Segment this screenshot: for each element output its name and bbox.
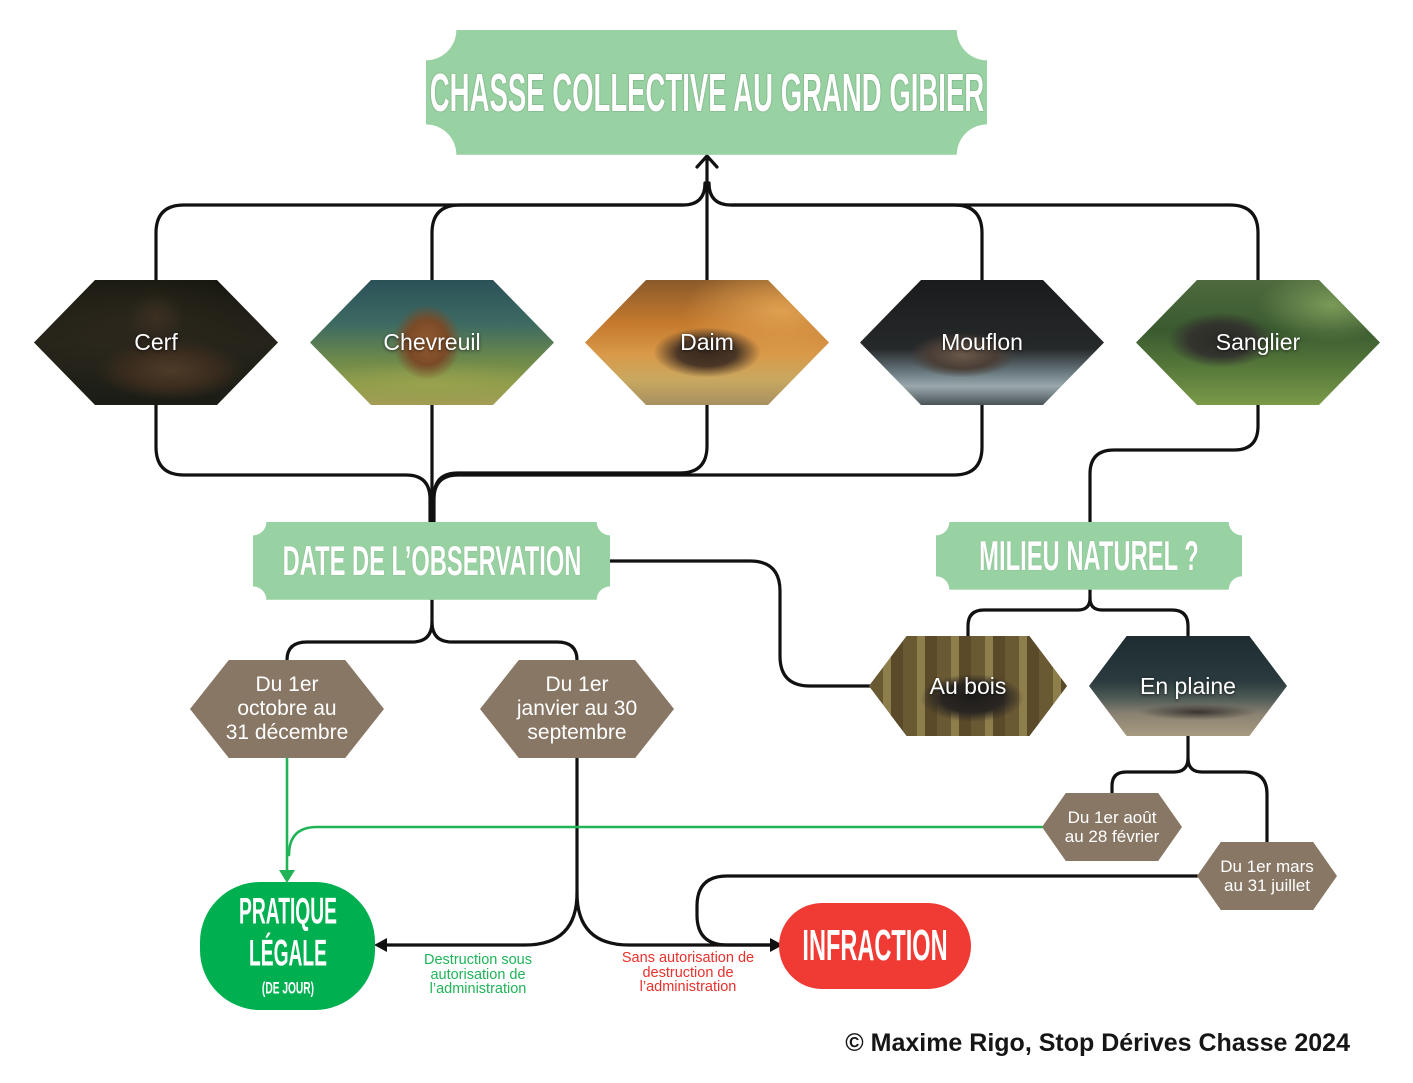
en-plaine-photo [1089,636,1287,736]
connector-sanglier-to-title [729,203,1260,282]
connector-milieu-to-au-bois [966,588,1092,638]
edge-label-line: l’administration [429,981,527,997]
date-option-janvier: Du 1er janvier au 30 septembre [480,660,674,758]
habitat-question-banner: MILIEU NATUREL ? [936,522,1242,590]
title-arrow-head [695,154,719,169]
edge-label-line: destruction de [642,964,734,981]
date-question-banner: DATE DE L’OBSERVATION [253,522,610,600]
period-line: Du 1er mars [1220,857,1314,876]
infraction-arrow-head [770,938,783,952]
connector-mouflon-to-title [707,181,984,282]
connector-date-to-octobre [285,598,434,662]
outcome-legal: PRATIQUE LÉGALE (DE JOUR) [200,882,375,1010]
species-label: Sanglier [1215,329,1301,355]
date-option-line: Du 1er [255,673,319,696]
edge-label-line: autorisation de [430,966,526,983]
au-bois-photo [869,636,1067,736]
edge-label-line: Destruction sous [424,952,532,968]
connector-plaine-to-aout [1110,734,1190,795]
species-label: Cerf [134,329,178,355]
habitat-node-au-bois: Au bois [869,636,1067,736]
period-mars-juillet: Du 1er mars au 31 juillet [1197,842,1337,910]
connector-date-to-janvier [430,620,579,662]
connector-janvier-to-legal [384,756,579,947]
species-label: Daim [680,329,734,355]
edge-label-line: Sans autorisation de [621,950,755,966]
connector-sanglier-to-milieu [1088,403,1260,524]
date-question: DATE DE L’OBSERVATION [282,537,581,584]
connector-chevreuil-to-title [430,203,685,282]
connector-date-to-au-bois [608,559,872,688]
edge-label-without-authorization: Sans autorisation de destruction de l’ad… [603,951,773,995]
connector-cerf-to-title [154,181,707,282]
chevreuil-photo [310,280,554,405]
habitat-label: Au bois [929,672,1007,699]
habitat-node-en-plaine: En plaine [1089,636,1287,736]
connector-plaine-to-mars [1186,756,1269,844]
page-title: CHASSE COLLECTIVE AU GRAND GIBIER [429,62,984,123]
connector-mouflon-to-date [432,403,984,524]
habitat-label: En plaine [1140,672,1236,699]
species-node-daim: Daim [585,280,829,405]
daim-photo [585,280,829,405]
date-option-line: Du 1er [545,673,609,696]
habitat-question: MILIEU NATUREL ? [979,532,1199,579]
edge-label-line: l’administration [639,979,737,995]
legal-label-line: PRATIQUE [238,890,337,932]
connector-cerf-to-date [154,403,432,524]
edge-label-with-authorization: Destruction sous autorisation de l’admin… [398,953,558,997]
period-line: au 28 février [1064,827,1160,846]
period-aout-fevrier: Du 1er août au 28 février [1042,793,1182,861]
species-node-chevreuil: Chevreuil [310,280,554,405]
title-banner: CHASSE COLLECTIVE AU GRAND GIBIER [426,30,987,155]
period-line: au 31 juillet [1223,876,1310,895]
legal-note: (DE JOUR) [261,978,314,998]
outcome-infraction: INFRACTION [779,903,971,989]
species-node-cerf: Cerf [34,280,278,405]
legal-top-arrow-head [279,870,295,883]
date-option-line: octobre au [237,697,337,720]
species-label: Chevreuil [383,329,481,355]
date-option-line: septembre [527,721,627,744]
date-option-line: 31 décembre [225,721,349,744]
connector-milieu-to-en-plaine [1088,596,1190,638]
connector-aout-to-legal [287,825,1044,857]
period-line: Du 1er août [1067,808,1157,827]
legal-label-line: LÉGALE [248,932,327,974]
credit-line: © Maxime Rigo, Stop Dérives Chasse 2024 [845,1029,1350,1057]
cerf-photo [34,280,278,405]
date-option-octobre: Du 1er octobre au 31 décembre [190,660,384,758]
legal-arrow-head [374,938,387,952]
date-option-line: janvier au 30 [516,697,638,720]
infraction-label: INFRACTION [802,921,948,970]
connector-mars-to-infraction [695,874,1199,947]
species-label: Mouflon [941,329,1023,355]
connector-janvier-to-infraction [575,891,773,947]
connector-daim-to-date [432,403,709,499]
